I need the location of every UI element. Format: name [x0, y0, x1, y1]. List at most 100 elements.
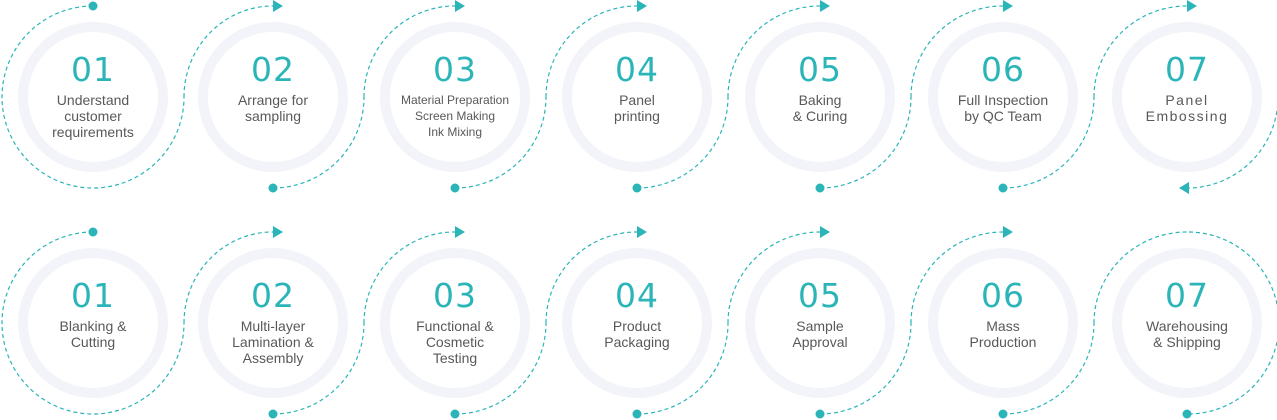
start-dot-icon — [998, 183, 1008, 193]
step-label-line: Cosmetic — [425, 334, 485, 350]
connector-arc — [183, 231, 276, 324]
step-number: 01 — [71, 50, 115, 89]
step-label-line: sampling — [244, 108, 301, 124]
step-number: 02 — [251, 50, 295, 89]
connector-arc — [636, 322, 729, 415]
connector-arc — [545, 231, 640, 324]
step-label-line: customer — [64, 108, 122, 124]
step-label-line: Ink Mixing — [427, 125, 483, 139]
start-dot-icon — [815, 409, 825, 419]
step-label-line: Lamination & — [232, 334, 314, 350]
step-number: 06 — [981, 50, 1025, 89]
step-number: 06 — [981, 276, 1025, 315]
connector-arc — [1, 5, 185, 189]
start-dot-icon — [815, 183, 825, 193]
step-number: 05 — [798, 276, 842, 315]
start-dot-icon — [268, 183, 278, 193]
connector-arc — [1188, 105, 1277, 189]
arrow-right-icon — [820, 0, 830, 12]
start-dot-icon — [632, 409, 642, 419]
connector-arc — [910, 5, 1006, 98]
step-number: 01 — [71, 276, 115, 315]
step-label-line: Embossing — [1145, 108, 1229, 124]
step-label-line: Screen Making — [414, 109, 496, 123]
step-label-line: Blanking & — [59, 318, 127, 334]
connector-arc — [363, 5, 458, 98]
connector-arc — [454, 322, 547, 415]
step-number: 03 — [433, 276, 477, 315]
step-label-line: requirements — [52, 124, 134, 140]
arrow-right-icon — [1003, 226, 1013, 238]
start-dot-icon — [88, 1, 98, 11]
start-dot-icon — [450, 183, 460, 193]
connector-arc — [1093, 231, 1190, 324]
arrow-right-icon — [455, 0, 465, 12]
step-label-line: by QC Team — [964, 108, 1042, 124]
step-label-line: Cutting — [70, 334, 116, 350]
step-label-line: Baking — [798, 92, 842, 108]
arrow-right-icon — [820, 226, 830, 238]
connector-arc — [183, 5, 276, 98]
step-label-line: Testing — [432, 350, 478, 366]
connector-arc — [1186, 231, 1277, 415]
connector-arc — [454, 96, 547, 189]
step-number: 03 — [433, 50, 477, 89]
step-label-line: Full Inspection — [957, 92, 1049, 108]
step-label-line: Packaging — [604, 334, 670, 350]
step-label: Blanking &Cutting — [54, 318, 133, 350]
arrow-right-icon — [1003, 0, 1013, 12]
start-dot-icon — [268, 409, 278, 419]
step-label-line: Panel — [619, 92, 655, 108]
arrow-right-icon — [273, 226, 283, 238]
step-number: 07 — [1165, 276, 1209, 315]
arrow-right-icon — [273, 0, 283, 12]
step-label-line: & Shipping — [1153, 334, 1221, 350]
step-label-line: Sample — [796, 318, 844, 334]
connector-arc — [1093, 5, 1190, 98]
start-dot-icon — [1182, 409, 1192, 419]
step-number: 05 — [798, 50, 842, 89]
start-dot-icon — [450, 409, 460, 419]
step-label-line: & Curing — [792, 108, 848, 124]
start-dot-icon — [88, 227, 98, 237]
step-number: 04 — [615, 276, 659, 315]
step-label-line: Production — [969, 334, 1037, 350]
step-label-line: Multi-layer — [240, 318, 306, 334]
connector-arc — [727, 231, 823, 324]
connector-arc — [363, 231, 458, 324]
step-label-line: Product — [612, 318, 662, 334]
connector-arc — [1002, 322, 1095, 415]
step-label-line: Warehousing — [1146, 318, 1228, 334]
connector-arc — [1002, 96, 1095, 189]
connector-arc — [819, 96, 912, 189]
step-label-line: Approval — [792, 334, 848, 350]
step-label: Baking& Curing — [787, 92, 853, 124]
connector-arc — [910, 231, 1006, 324]
step-label-line: Panel — [1165, 92, 1209, 108]
step-label-line: Understand — [56, 92, 130, 108]
step-label-line: Material Preparation — [400, 93, 510, 107]
step-label: Warehousing& Shipping — [1140, 318, 1234, 350]
arrow-right-icon — [455, 226, 465, 238]
step-label-line: printing — [614, 108, 660, 124]
step-label-line: Assembly — [242, 350, 304, 366]
